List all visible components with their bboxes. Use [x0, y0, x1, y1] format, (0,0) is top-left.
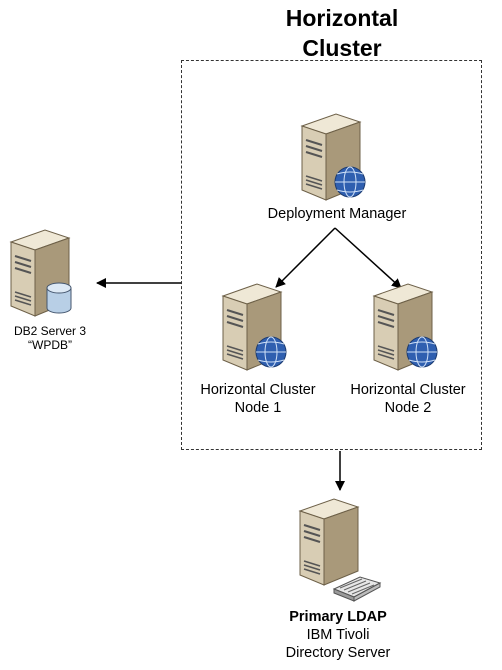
ldap-label-line2: IBM Tivoli	[306, 627, 370, 643]
ldap-label-line3: Directory Server	[285, 645, 391, 661]
cluster-title-line1: Horizontal	[285, 5, 399, 31]
cluster-title-line2: Cluster	[302, 35, 382, 61]
node1-server-icon	[217, 282, 289, 379]
cluster-title: Horizontal Cluster	[232, 3, 452, 63]
db-server-label: DB2 Server 3 “WPDB”	[0, 324, 100, 352]
node2-server-icon	[368, 282, 440, 379]
ldap-label: Primary LDAP IBM Tivoli Directory Server	[238, 608, 438, 662]
deployment-manager-label: Deployment Manager	[267, 206, 407, 222]
db-server-label-line2: “WPDB”	[28, 338, 72, 352]
node1-label-line2: Node 1	[234, 400, 282, 416]
node1-label-line1: Horizontal Cluster	[200, 382, 316, 398]
ldap-server-icon	[294, 497, 384, 610]
node2-label-line1: Horizontal Cluster	[350, 382, 466, 398]
ldap-label-line1: Primary LDAP	[289, 609, 387, 625]
arrow-dm-to-node2	[334, 227, 402, 289]
deployment-manager-server-icon	[296, 112, 368, 209]
node1-label: Horizontal Cluster Node 1	[158, 381, 358, 417]
database-server-icon	[5, 228, 77, 325]
node2-label: Horizontal Cluster Node 2	[308, 381, 502, 417]
cluster-boundary	[181, 60, 482, 450]
node2-label-line2: Node 2	[384, 400, 432, 416]
db-server-label-line1: DB2 Server 3	[13, 324, 87, 338]
arrow-dm-to-node1	[275, 227, 336, 288]
